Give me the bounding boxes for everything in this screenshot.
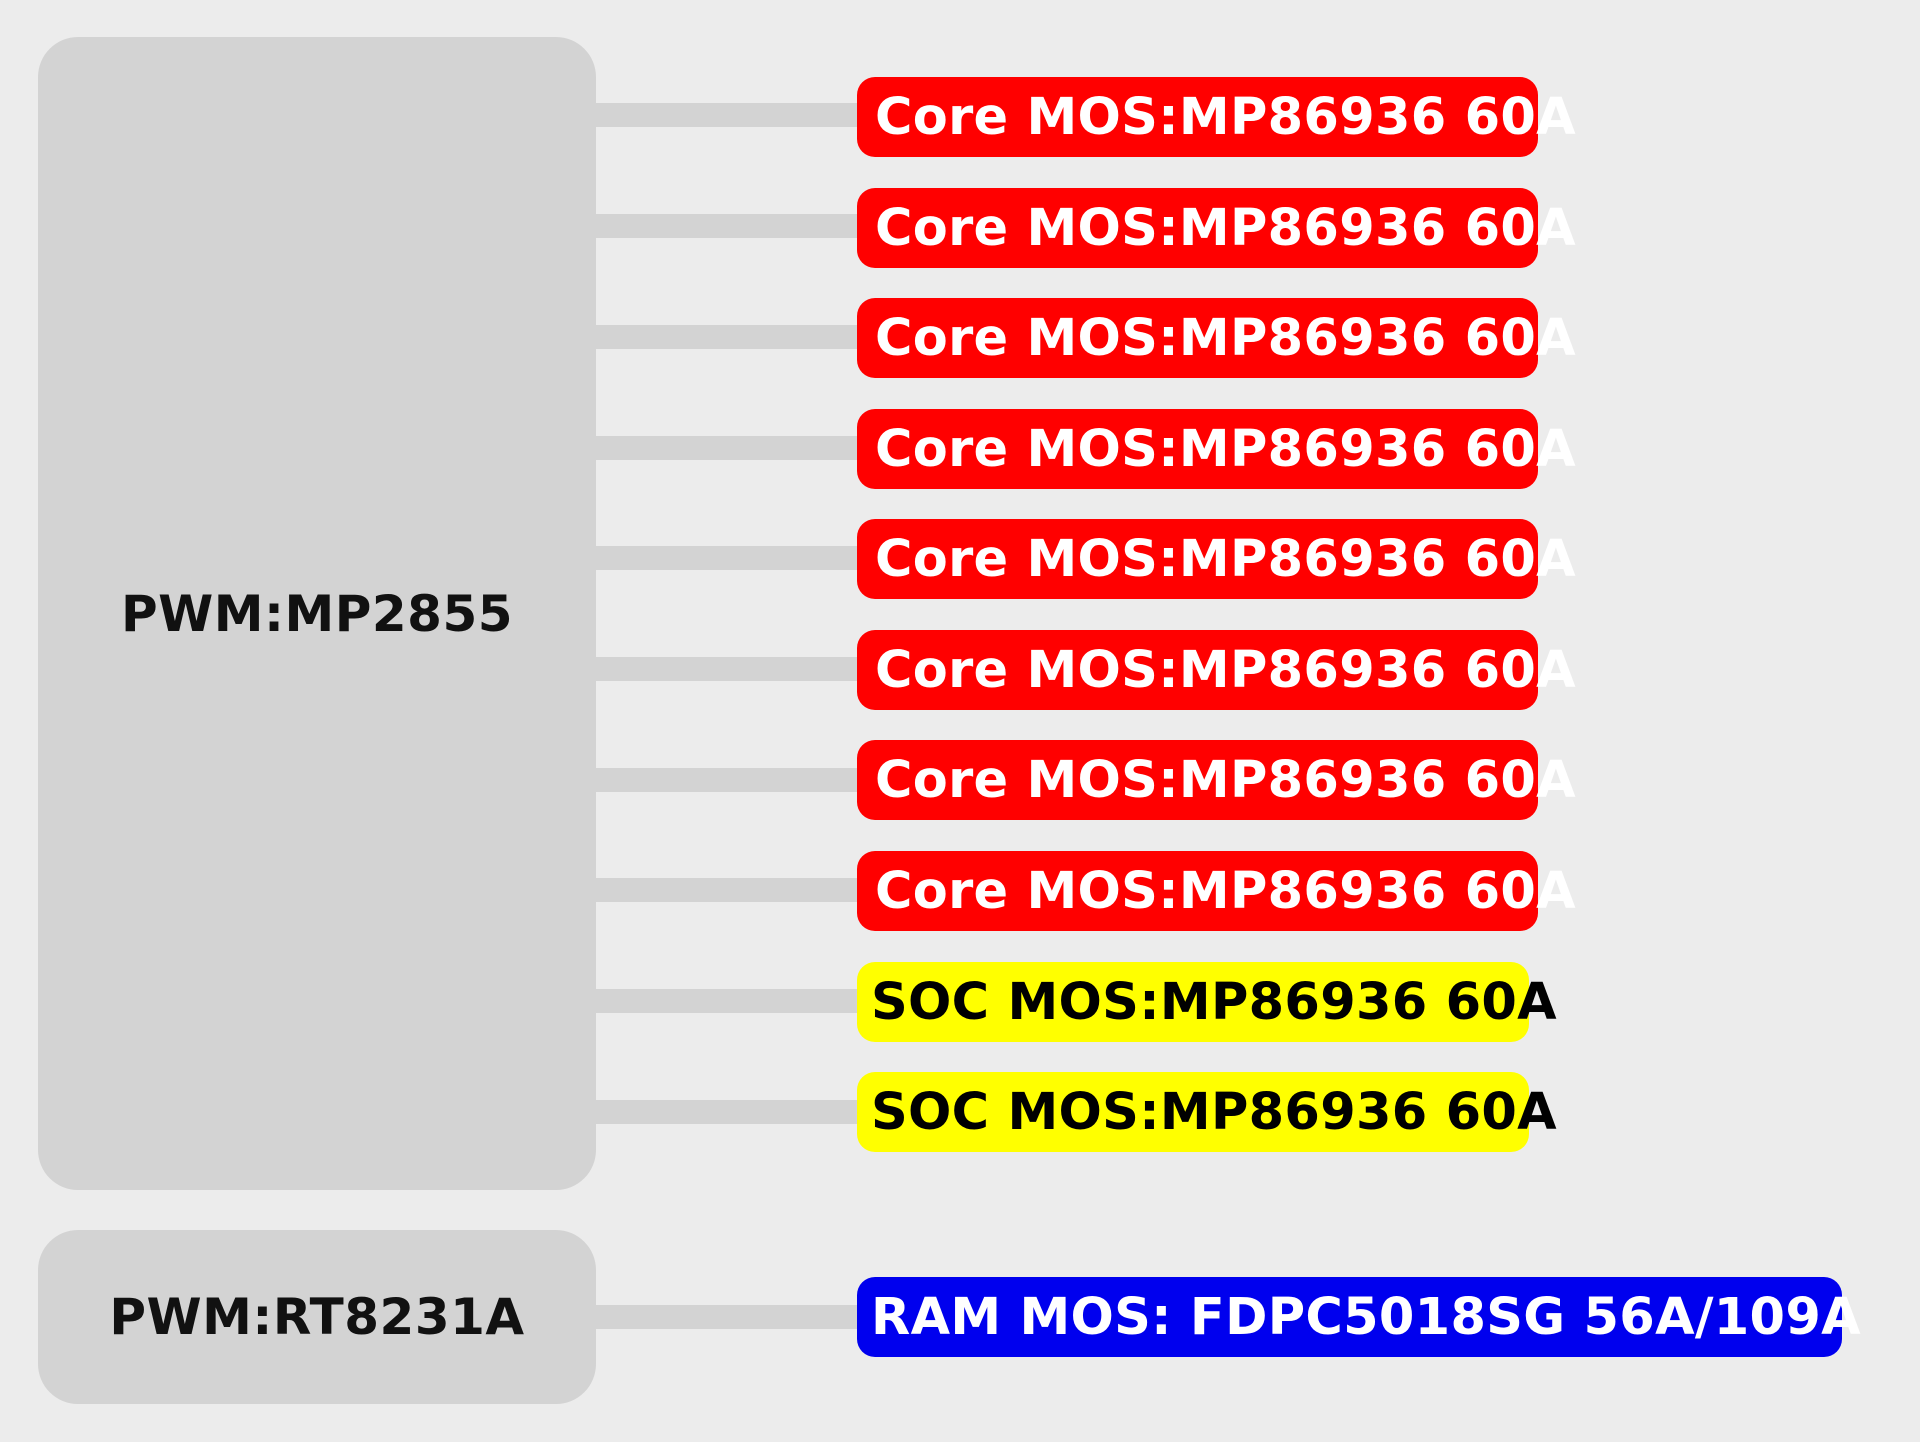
connector-phase-6: [596, 657, 860, 681]
connector-phase-4: [596, 436, 860, 460]
core-mos-label: Core MOS:MP86936 60A: [857, 740, 1576, 820]
core-mos-label: Core MOS:MP86936 60A: [857, 188, 1576, 268]
core-mos-label: Core MOS:MP86936 60A: [857, 298, 1576, 378]
soc-mos-label: SOC MOS:MP86936 60A: [857, 1072, 1557, 1152]
connector-phase-5: [596, 546, 860, 570]
soc-mos-label: SOC MOS:MP86936 60A: [857, 962, 1557, 1042]
connector-phase-1: [596, 103, 860, 127]
connector-phase-7: [596, 768, 860, 792]
pwm-controller-ram: PWM:RT8231A: [38, 1230, 596, 1404]
pwm-controller-main-label: PWM:MP2855: [120, 584, 514, 643]
pwm-controller-main: PWM:MP2855: [38, 37, 596, 1190]
connector-phase-8: [596, 878, 860, 902]
core-mos-label: Core MOS:MP86936 60A: [857, 519, 1576, 599]
connector-phase-3: [596, 325, 860, 349]
core-mos-label: Core MOS:MP86936 60A: [857, 77, 1576, 157]
core-mos-label: Core MOS:MP86936 60A: [857, 630, 1576, 710]
connector-ram-phase: [596, 1305, 860, 1329]
pwm-controller-ram-label: PWM:RT8231A: [109, 1288, 525, 1346]
connector-phase-10: [596, 1100, 860, 1124]
core-mos-label: Core MOS:MP86936 60A: [857, 851, 1576, 931]
core-mos-label: Core MOS:MP86936 60A: [857, 409, 1576, 489]
connector-phase-9: [596, 989, 860, 1013]
connector-phase-2: [596, 214, 860, 238]
ram-mos-label: RAM MOS: FDPC5018SG 56A/109A: [857, 1277, 1861, 1357]
